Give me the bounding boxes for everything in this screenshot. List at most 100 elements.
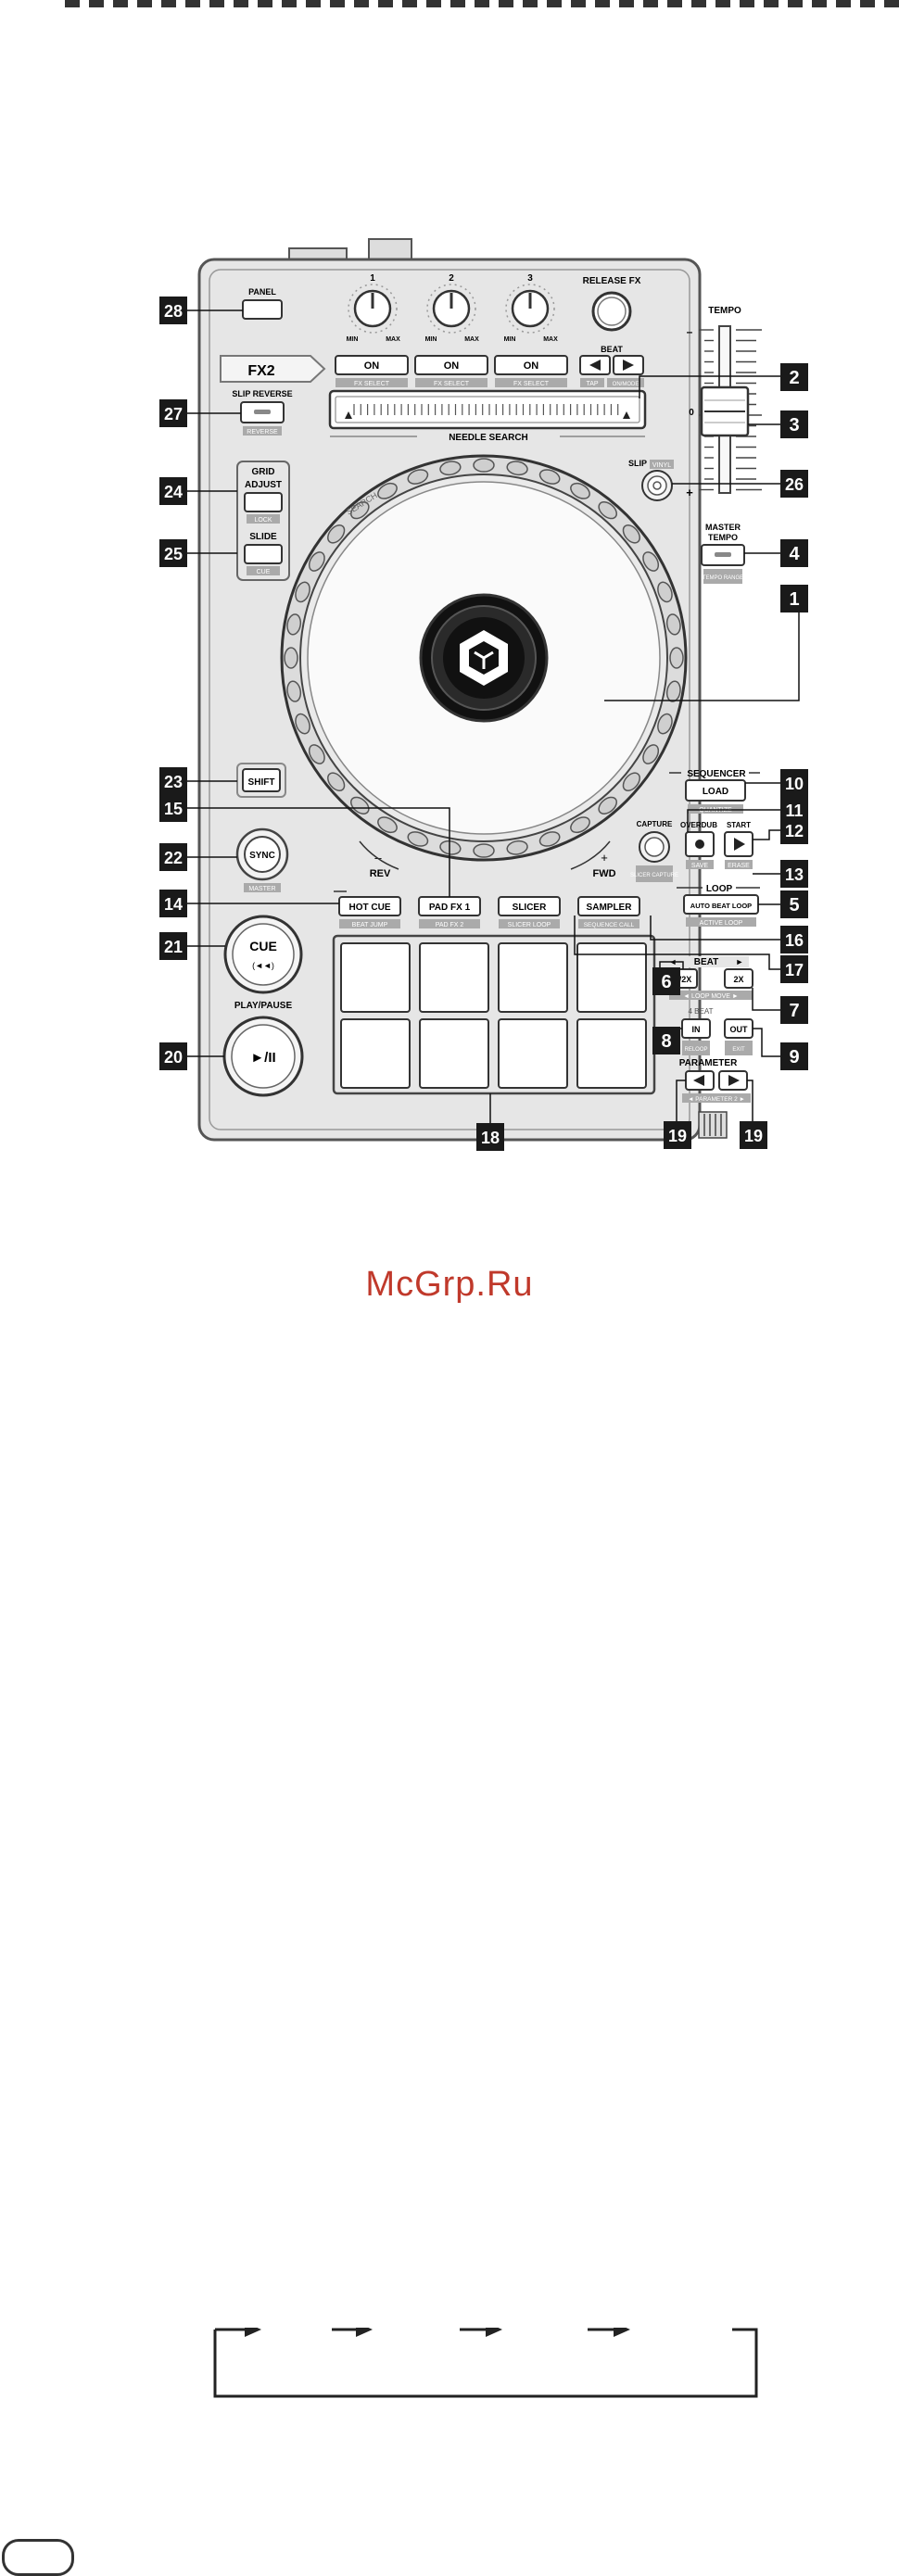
release-fx-label: RELEASE FX bbox=[583, 276, 641, 286]
grid-adjust-sub: LOCK bbox=[254, 517, 272, 524]
fx-knob-3[interactable] bbox=[505, 284, 555, 334]
callout-number: 23 bbox=[164, 773, 183, 791]
callout-number: 25 bbox=[164, 545, 183, 563]
performance-pad-6[interactable] bbox=[419, 1018, 489, 1089]
performance-pad-4[interactable] bbox=[576, 942, 647, 1013]
callout-number: 18 bbox=[481, 1129, 500, 1147]
callout-1: 28 bbox=[159, 297, 187, 324]
fx1-on-button[interactable] bbox=[335, 355, 409, 375]
loop-label: LOOP bbox=[706, 884, 733, 894]
beat-right-arrow-icon bbox=[623, 360, 634, 371]
sequencer-label: SEQUENCER bbox=[687, 769, 746, 779]
adjust-label: ADJUST bbox=[245, 480, 282, 490]
hot-cue-mode-button[interactable] bbox=[338, 896, 401, 916]
fx2-on-button[interactable] bbox=[414, 355, 488, 375]
callout-7: 21 bbox=[159, 932, 187, 960]
performance-pad-7[interactable] bbox=[498, 1018, 568, 1089]
callout-number: 11 bbox=[785, 802, 803, 820]
needle-search-pad[interactable] bbox=[328, 389, 647, 430]
pad-grid bbox=[332, 934, 656, 1095]
overdub-label: OVERDUB bbox=[680, 821, 717, 829]
flow-outline bbox=[213, 2328, 758, 2398]
play-pause-icon: ►/II bbox=[250, 1050, 275, 1066]
double-loop-button[interactable] bbox=[724, 968, 753, 989]
auto-beat-loop-label: AUTO BEAT LOOP bbox=[690, 902, 752, 910]
capture-sub: SLICER CAPTURE bbox=[630, 873, 678, 878]
fx1-on-label: ON bbox=[364, 360, 380, 372]
page-number-badge bbox=[2, 2539, 74, 2576]
sampler-mode-button[interactable] bbox=[577, 896, 640, 916]
fx1-select-sub: FX SELECT bbox=[354, 381, 390, 387]
callout-3: 24 bbox=[159, 477, 187, 505]
master-tempo-sub: TEMPO RANGE bbox=[703, 575, 743, 581]
callout-number: 20 bbox=[164, 1048, 183, 1067]
tempo-label: TEMPO bbox=[708, 306, 741, 316]
shift-button[interactable] bbox=[242, 768, 281, 792]
loop-in-label: IN bbox=[692, 1025, 701, 1034]
performance-pad-2[interactable] bbox=[419, 942, 489, 1013]
release-fx-knob[interactable] bbox=[591, 291, 632, 332]
performance-pad-1[interactable] bbox=[340, 942, 411, 1013]
start-label: START bbox=[727, 821, 751, 829]
callout-number: 21 bbox=[164, 938, 183, 956]
callout-18: 5 bbox=[780, 890, 808, 918]
master-label: MASTER bbox=[705, 523, 741, 532]
fx3-on-button[interactable] bbox=[494, 355, 568, 375]
slicer-loop-sub: SLICER LOOP bbox=[508, 922, 551, 928]
flow-diagram bbox=[213, 2328, 758, 2398]
callout-number: 12 bbox=[785, 822, 804, 840]
slicer-mode-button[interactable] bbox=[498, 896, 561, 916]
erase-sub: ERASE bbox=[728, 863, 750, 869]
shift-label: SHIFT bbox=[248, 777, 275, 788]
flow-arrow-4-icon bbox=[614, 2328, 630, 2337]
slide-button[interactable] bbox=[244, 544, 283, 564]
fx-knob-1[interactable] bbox=[348, 284, 398, 334]
flow-arrow-3-icon bbox=[486, 2328, 502, 2337]
exit-sub: EXIT bbox=[732, 1047, 745, 1053]
slip-reverse-sub: REVERSE bbox=[247, 429, 278, 436]
panel-button[interactable] bbox=[242, 299, 283, 320]
fx-beat-sub-mode: ON/MODE bbox=[613, 382, 639, 387]
sequencer-load-button[interactable] bbox=[685, 779, 746, 802]
grid-adjust-button[interactable] bbox=[244, 492, 283, 512]
callout-6: 22 bbox=[159, 843, 187, 871]
slip-label: SLIP bbox=[628, 459, 647, 468]
grid-group bbox=[236, 461, 290, 581]
performance-pad-8[interactable] bbox=[576, 1018, 647, 1089]
flow-arrow-1-icon bbox=[245, 2328, 261, 2337]
slip-reverse-sub-tag bbox=[243, 426, 282, 436]
callout-17: 13 bbox=[780, 860, 808, 888]
fx3-on-label: ON bbox=[524, 360, 539, 372]
fx3-select-sub: FX SELECT bbox=[513, 381, 550, 387]
bottom-knob-stub bbox=[698, 1111, 728, 1139]
callout-number: 24 bbox=[164, 483, 183, 501]
slip-reverse-label: SLIP REVERSE bbox=[232, 389, 292, 398]
fwd-sign: + bbox=[601, 851, 608, 865]
fx-knob-2-min: MIN bbox=[425, 336, 437, 343]
callout-number: 10 bbox=[785, 775, 804, 793]
callout-number: 22 bbox=[164, 849, 183, 867]
pad-fx1-label: PAD FX 1 bbox=[429, 903, 471, 913]
callout-28: 19 bbox=[664, 1121, 691, 1149]
callout-13: 1 bbox=[780, 585, 808, 612]
record-icon bbox=[695, 840, 704, 849]
reloop-sub: RELOOP bbox=[684, 1047, 707, 1053]
needle-search-ticks bbox=[353, 404, 619, 415]
slide-label: SLIDE bbox=[249, 532, 277, 542]
capture-label: CAPTURE bbox=[637, 820, 673, 828]
watermark: McGrp.Ru bbox=[365, 1265, 534, 1304]
controller-diagram: FX2 PANEL SLIP REVERSE REVERSE GRID ADJU… bbox=[159, 238, 808, 1151]
four-beat-label: 4 BEAT bbox=[689, 1007, 714, 1016]
callout-26: 9 bbox=[780, 1042, 808, 1070]
slip-sub: VINYL bbox=[652, 462, 671, 469]
callout-25: 8 bbox=[652, 1027, 680, 1054]
save-sub: SAVE bbox=[691, 863, 708, 869]
fx-knob-2[interactable] bbox=[426, 284, 476, 334]
pad-fx2-sub: PAD FX 2 bbox=[436, 922, 464, 928]
performance-pad-5[interactable] bbox=[340, 1018, 411, 1089]
parameter-sub: ◄ PARAMETER 2 ► bbox=[688, 1096, 745, 1103]
performance-pad-3[interactable] bbox=[498, 942, 568, 1013]
beat-jump-sub: BEAT JUMP bbox=[352, 922, 388, 928]
parameter-label: PARAMETER bbox=[679, 1058, 738, 1068]
jog-wheel[interactable] bbox=[280, 454, 688, 862]
